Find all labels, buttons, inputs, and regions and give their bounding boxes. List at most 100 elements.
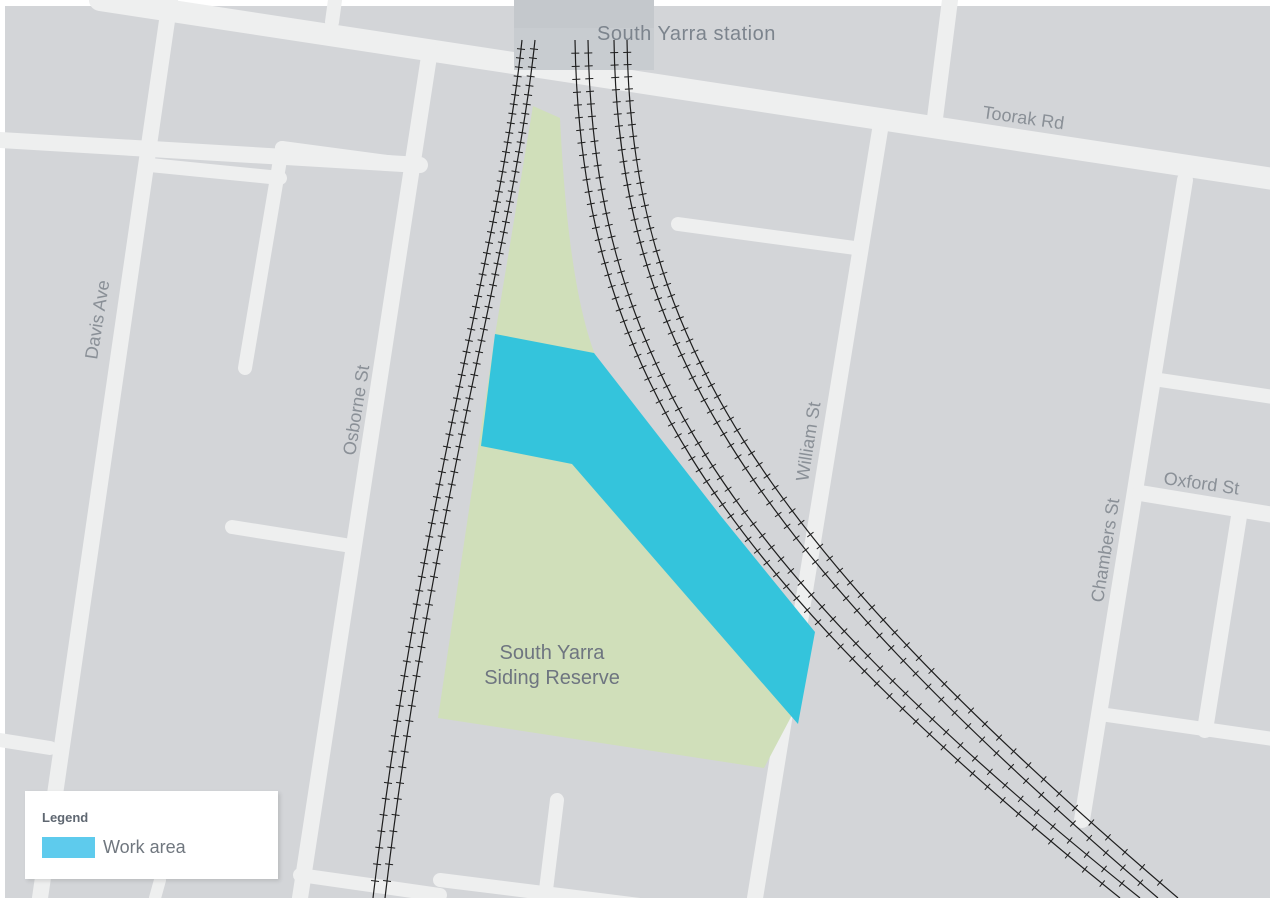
track-right-a-tie [873, 680, 880, 687]
track-right-c-tie [682, 364, 691, 369]
track-left-b-tie [472, 362, 481, 365]
track-right-c-tie [1022, 777, 1030, 785]
track-right-b-tie [632, 316, 641, 320]
track-right-d-tie [667, 293, 676, 298]
track-right-b-tie [586, 103, 595, 105]
track-right-a-tie [615, 307, 624, 312]
road-small-1 [238, 141, 289, 375]
track-right-c-tie [900, 657, 907, 664]
track-left-b-tie [528, 57, 537, 60]
track-right-a-tie [695, 467, 703, 473]
track-right-b-tie [642, 338, 650, 343]
track-right-d-tie [954, 694, 961, 701]
track-right-c-tie [741, 465, 750, 471]
track-left-a-tie [442, 445, 451, 449]
track-left-b-tie [419, 631, 428, 634]
track-right-b-tie [840, 628, 848, 635]
track-right-b-tie [674, 406, 683, 412]
track-left-b-tie [482, 316, 491, 320]
track-left-b-tie [460, 421, 469, 424]
track-left-a-tie [425, 535, 434, 538]
track-right-d-tie [1072, 804, 1079, 812]
track-right-d-tie [780, 496, 788, 503]
track-left-a-tie [516, 48, 526, 50]
track-right-d-tie [701, 371, 710, 377]
map-frame-left [0, 0, 5, 898]
track-left-a-tie [471, 305, 480, 309]
track-left-a-tie [407, 631, 416, 634]
track-right-c-tie [774, 511, 782, 518]
track-right-d-tie [846, 579, 854, 586]
track-right-d-tie [720, 405, 728, 411]
track-left-a-tie [377, 830, 386, 833]
track-right-c-tie [1053, 805, 1060, 813]
track-right-c-tie [912, 670, 919, 677]
road-small-4 [671, 217, 862, 255]
track-right-c-tie [727, 442, 735, 448]
road-osborne-st [292, 42, 438, 898]
track-right-d-tie [928, 667, 935, 675]
track-right-c-tie [1119, 864, 1126, 872]
track-left-a-tie [505, 131, 514, 134]
track-right-a-tie [718, 501, 726, 508]
track-right-b-tie [651, 361, 660, 366]
track-left-b-tie [389, 830, 398, 833]
track-right-d-tie [680, 327, 689, 332]
track-right-c-tie [979, 736, 986, 743]
track-right-d-tie [816, 543, 824, 550]
track-right-a-tie [580, 166, 589, 169]
track-left-b-tie [489, 283, 498, 287]
track-right-a-tie [825, 631, 833, 638]
track-right-b-tie [767, 544, 775, 551]
track-right-a-tie [667, 421, 676, 427]
track-right-d-tie [981, 720, 988, 728]
track-right-d-tie [771, 484, 779, 491]
track-left-a-tie [435, 483, 444, 486]
track-left-a-tie [515, 57, 524, 60]
track-right-d-tie [671, 305, 680, 309]
track-left-b-tie [519, 122, 528, 125]
track-left-a-tie [381, 797, 390, 800]
road-oxford-st-vertical [1197, 502, 1248, 738]
track-left-a-tie [500, 160, 509, 163]
track-left-a-tie [379, 813, 388, 816]
track-right-b-tie [1017, 795, 1024, 803]
track-right-a-tie [582, 178, 591, 181]
track-left-b-tie [509, 180, 518, 183]
track-left-a-tie [395, 704, 404, 707]
track-right-b-tie [1002, 781, 1009, 789]
track-right-a-tie [604, 273, 613, 277]
track-left-b-tie [410, 689, 419, 692]
track-right-c-tie [1038, 791, 1045, 799]
road-william-st [747, 122, 888, 898]
track-left-b-tie [524, 93, 533, 96]
track-right-c-tie [694, 386, 702, 392]
track-right-b-tie [687, 429, 696, 435]
track-left-a-tie [427, 522, 436, 525]
track-right-c-tie [734, 454, 742, 460]
track-right-a-tie [727, 513, 735, 519]
track-right-b-tie [604, 223, 613, 227]
track-right-c-tie [650, 286, 659, 290]
track-left-b-tie [465, 397, 474, 400]
track-right-c-tie [965, 722, 972, 730]
track-right-c-tie [621, 172, 630, 175]
track-right-d-tie [995, 734, 1003, 741]
track-right-a-tie [954, 756, 961, 764]
track-right-d-tie [941, 680, 948, 688]
track-right-d-tie [636, 181, 645, 185]
track-right-a-tie [600, 261, 609, 265]
track-left-b-tie [486, 294, 495, 298]
track-left-a-tie [508, 112, 517, 115]
track-right-d-tie [836, 567, 844, 574]
track-right-a-tie [638, 365, 647, 370]
track-right-c-tie [706, 408, 715, 414]
track-left-b-tie [424, 603, 433, 606]
track-right-a-tie [969, 770, 976, 777]
track-left-a-tie [493, 200, 501, 203]
track-left-a-tie [494, 190, 503, 193]
track-right-b-tie [807, 591, 815, 598]
